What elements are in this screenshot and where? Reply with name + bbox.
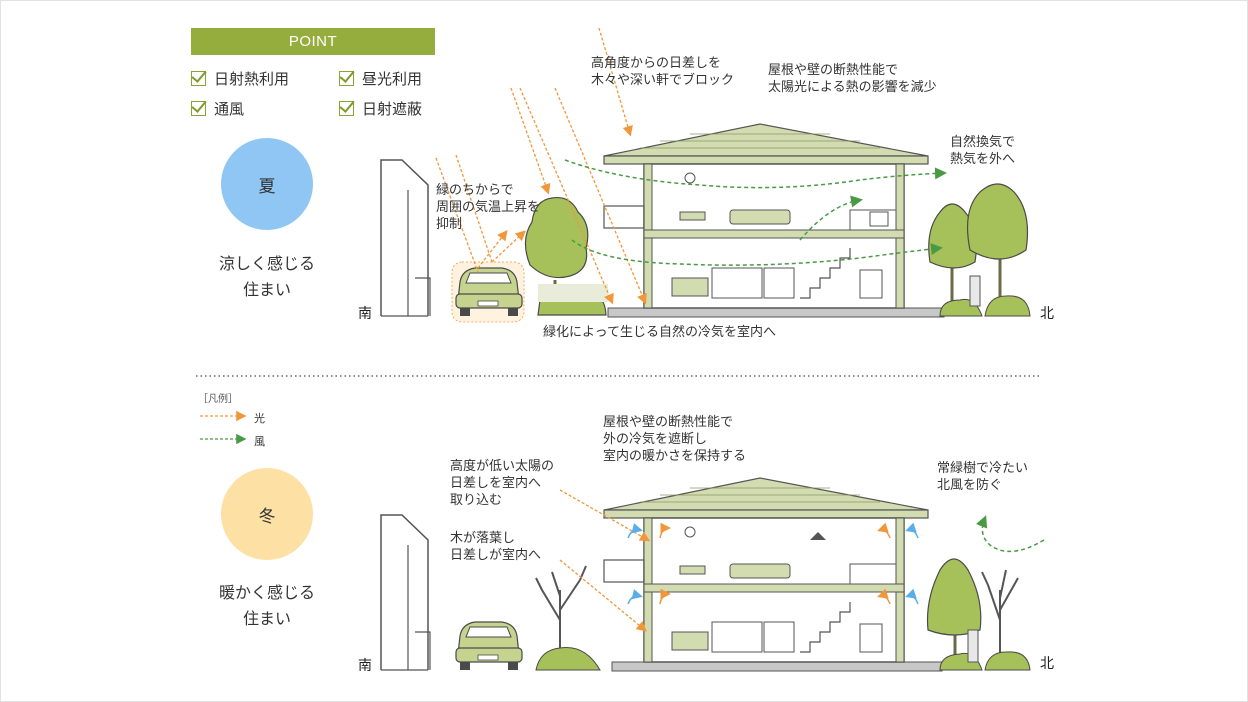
summer-note-ventilation: 自然換気で 熱気を外へ [950, 135, 1016, 167]
winter-scene [380, 477, 1045, 672]
winter-feeling: 暖かく感じる 住まい [218, 583, 315, 628]
summer-season-circle: 夏 [221, 138, 313, 230]
winter-season-circle: 冬 [221, 468, 313, 560]
winter-note-low-sun: 高度が低い太陽の 日差しを室内へ 取り込む [450, 459, 555, 508]
tree-icon [926, 558, 1031, 671]
winter-south-label: 南 [358, 658, 372, 674]
summer-note-green: 緑のちからで 周囲の気温上昇を 抑制 [436, 183, 541, 232]
summer-feeling: 涼しく感じる 住まい [218, 254, 315, 299]
check-icon [191, 71, 206, 86]
car-icon [451, 261, 525, 323]
tree-icon [535, 565, 587, 660]
legend-wind-label: 風 [254, 435, 265, 448]
check-icon [191, 101, 206, 116]
house-icon [603, 477, 929, 663]
point-item-daylight: 昼光利用 [339, 68, 422, 89]
summer-south-label: 南 [358, 306, 372, 322]
point-item-solar-heat: 日射熱利用 [191, 68, 289, 89]
summer-scene [380, 27, 1031, 323]
point-item-ventilation: 通風 [191, 98, 244, 119]
winter-note-evergreen: 常緑樹で冷たい 北風を防ぐ [937, 461, 1029, 493]
winter-note-leaves: 木が落葉し 日差しが室内へ [450, 531, 542, 563]
check-icon [339, 71, 354, 86]
point-header: POINT [191, 28, 435, 55]
tree-icon [928, 183, 1031, 317]
legend-light-label: 光 [254, 412, 265, 425]
house-icon [603, 123, 929, 309]
winter-north-label: 北 [1040, 656, 1054, 672]
check-icon [339, 101, 354, 116]
car-icon [455, 621, 523, 670]
summer-north-label: 北 [1040, 306, 1054, 322]
summer-note-shade: 高角度からの日差しを 木々や深い軒でブロック [591, 56, 735, 88]
summer-note-cool-air: 緑化によって生じる自然の冷気を室内へ [543, 325, 776, 340]
summer-note-insulation: 屋根や壁の断熱性能で 太陽光による熱の影響を減少 [768, 63, 937, 95]
winter-note-insulation: 屋根や壁の断熱性能で 外の冷気を遮断し 室内の暖かさを保持する [603, 415, 747, 464]
point-item-shading: 日射遮蔽 [339, 98, 422, 119]
legend-title: ［凡例］ [198, 394, 238, 405]
